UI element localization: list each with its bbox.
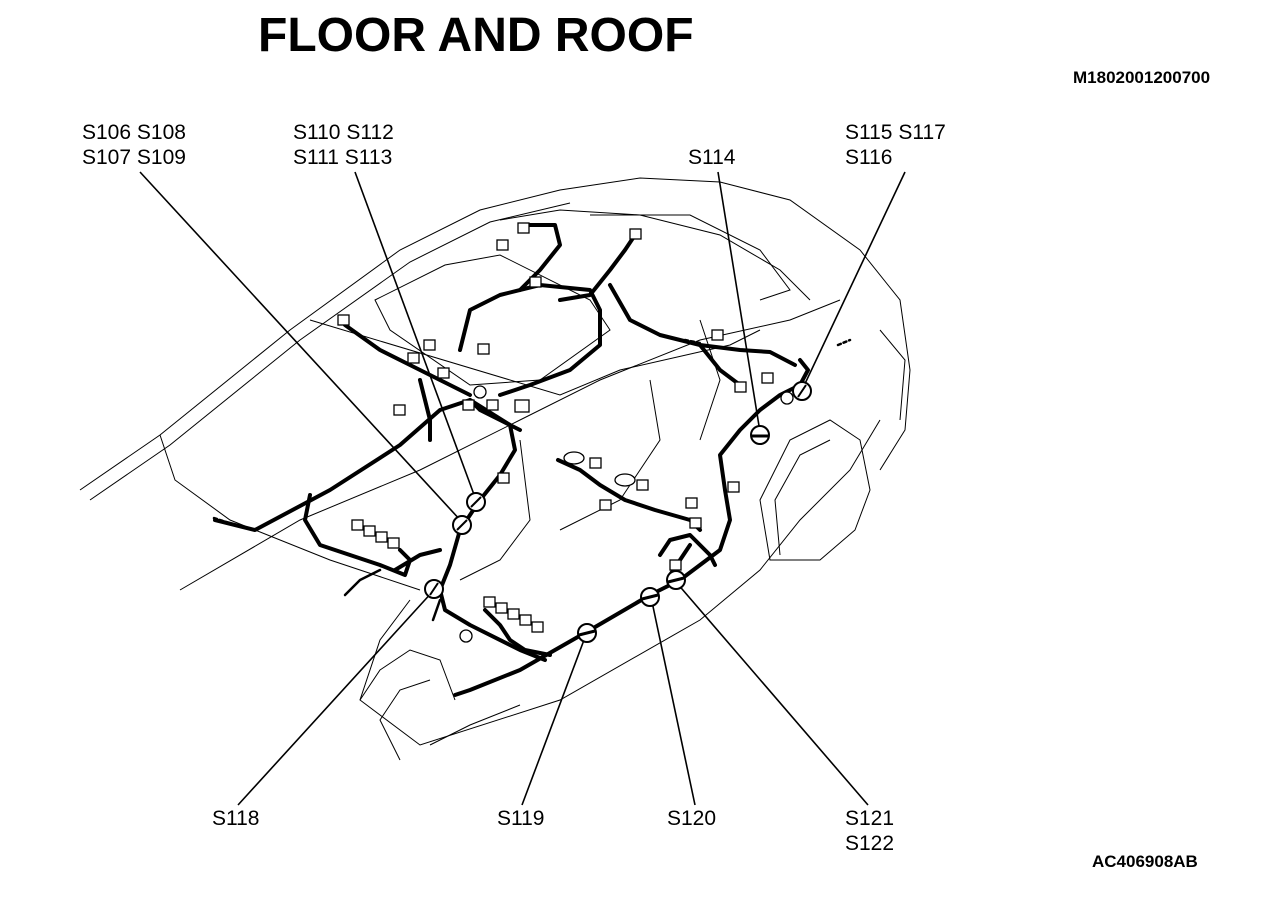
connector xyxy=(423,339,436,351)
leader-s110 xyxy=(354,171,477,501)
label-s110-line2: S111 S113 xyxy=(293,146,393,169)
label-s121-line2: S122 xyxy=(845,832,895,855)
ground-terminal xyxy=(473,385,487,399)
label-s115-group: S115 S117 S116 xyxy=(845,120,946,170)
connector xyxy=(636,479,649,491)
connector xyxy=(629,228,642,240)
splice-s106-group xyxy=(452,515,472,535)
splice-s121-group xyxy=(666,570,686,590)
leader-s106 xyxy=(139,171,463,523)
connector xyxy=(387,537,400,549)
label-s106-group: S106 S108 S107 S109 xyxy=(82,120,186,170)
label-s119: S119 xyxy=(497,807,545,830)
diagram-title: FLOOR AND ROOF xyxy=(258,9,694,62)
connector xyxy=(495,602,508,614)
splice-s115-group xyxy=(792,381,812,401)
connector xyxy=(685,497,698,509)
connector xyxy=(496,239,509,251)
ground-terminal xyxy=(780,391,794,405)
leader-s121 xyxy=(675,581,869,806)
splice-points xyxy=(424,381,812,643)
label-s110-line1: S110 S112 xyxy=(293,121,394,144)
leader-s114 xyxy=(717,171,761,433)
connector xyxy=(727,481,740,493)
label-s121-group: S121 S122 xyxy=(845,806,894,856)
lamp-connector xyxy=(614,473,636,487)
splice-s114 xyxy=(750,425,770,445)
connector xyxy=(519,614,532,626)
connector xyxy=(599,499,612,511)
leader-s120 xyxy=(650,596,696,806)
document-code-bottom: AC406908AB xyxy=(1092,852,1198,871)
connectors xyxy=(337,222,794,643)
connector xyxy=(363,525,376,537)
leader-s118 xyxy=(237,589,435,806)
connector xyxy=(337,314,350,326)
connector xyxy=(589,457,602,469)
connector xyxy=(497,472,510,484)
connector xyxy=(529,276,542,288)
label-s114: S114 xyxy=(688,146,736,169)
splice-s120 xyxy=(640,587,660,607)
car-body-outline xyxy=(79,177,911,761)
connector xyxy=(517,222,530,234)
connector xyxy=(711,329,724,341)
connector xyxy=(486,399,499,411)
label-s110-group: S110 S112 S111 S113 xyxy=(293,120,394,170)
connector xyxy=(507,608,520,620)
document-code-top: M1802001200700 xyxy=(1073,68,1211,87)
connector xyxy=(669,559,682,571)
connector xyxy=(483,596,496,608)
connector xyxy=(351,519,364,531)
label-s118: S118 xyxy=(212,807,260,830)
leader-s119 xyxy=(521,631,588,806)
connector xyxy=(393,404,406,416)
label-s121-line1: S121 xyxy=(845,807,895,830)
leader-s115 xyxy=(801,171,906,391)
connector xyxy=(477,343,490,355)
ground-terminal xyxy=(459,629,473,643)
connector xyxy=(437,367,450,379)
splice-s118 xyxy=(424,579,444,599)
connector xyxy=(761,372,774,384)
label-s120: S120 xyxy=(667,807,717,830)
connector xyxy=(531,621,544,633)
connector xyxy=(462,399,475,411)
label-s115-line2: S116 xyxy=(845,146,893,169)
label-s106-line1: S106 S108 xyxy=(82,121,186,144)
label-s115-line1: S115 S117 xyxy=(845,121,946,144)
connector xyxy=(514,399,530,413)
lamp-connector xyxy=(563,451,585,465)
leader-lines xyxy=(139,171,906,806)
connector xyxy=(734,381,747,393)
splice-s119 xyxy=(577,623,597,643)
splice-s110-group xyxy=(466,492,486,512)
connector xyxy=(407,352,420,364)
label-s106-line2: S107 S109 xyxy=(82,146,186,169)
connector xyxy=(689,517,702,529)
connector xyxy=(375,531,388,543)
